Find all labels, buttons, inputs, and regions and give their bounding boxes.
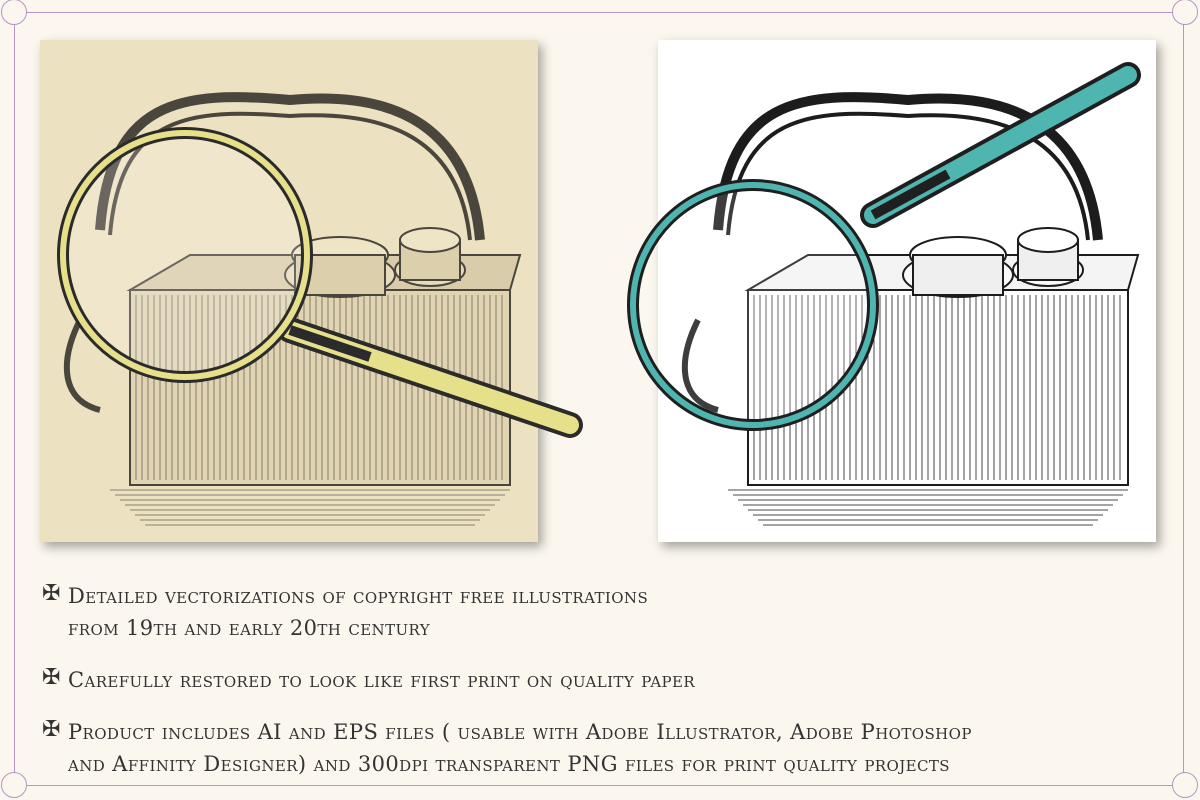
decorative-frame (14, 12, 1184, 786)
vintage-case-illustration-scan (57, 92, 583, 526)
feature-text: Carefully restored to look like first pr… (68, 668, 696, 692)
maltese-cross-icon: ✠ (42, 717, 61, 742)
magnifier-yellow (57, 127, 583, 438)
original-scan-panel (40, 40, 583, 542)
feature-list: ✠ Detailed vectorizations of copyright f… (42, 580, 1152, 800)
frame-corner-ornament (1, 0, 27, 25)
restored-vector-panel (627, 40, 1156, 542)
frame-corner-ornament (1, 772, 27, 798)
maltese-cross-icon: ✠ (42, 581, 61, 606)
maltese-cross-icon: ✠ (42, 665, 61, 690)
feature-item: ✠ Detailed vectorizations of copyright f… (42, 580, 1152, 644)
frame-corner-ornament (1172, 0, 1198, 25)
magnifier-teal (627, 62, 1141, 431)
vintage-case-illustration-restored (627, 62, 1141, 526)
frame-corner-ornament (1172, 772, 1198, 798)
feature-text: Product includes AI and EPS files ( usab… (68, 720, 972, 776)
feature-item: ✠ Carefully restored to look like first … (42, 664, 1152, 696)
feature-text: Detailed vectorizations of copyright fre… (68, 584, 649, 640)
feature-item: ✠ Product includes AI and EPS files ( us… (42, 716, 1152, 780)
